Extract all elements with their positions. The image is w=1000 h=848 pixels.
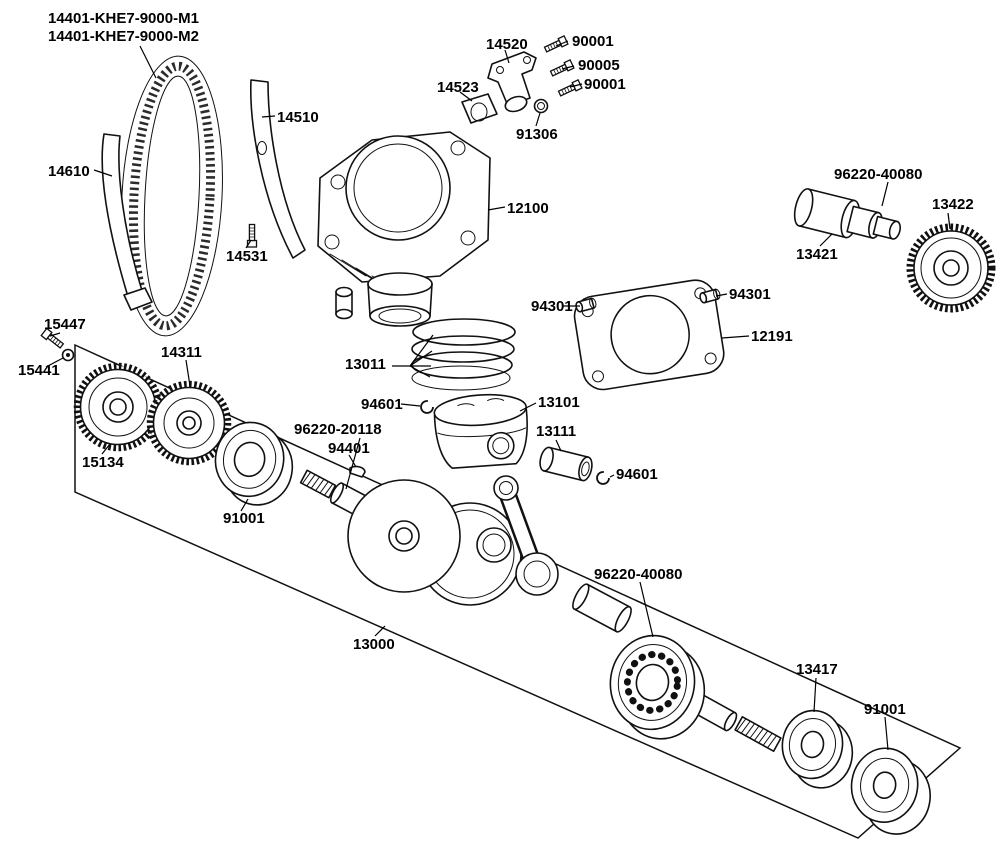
circlip-94601-right [596,471,610,485]
collar-91001-left [214,421,294,506]
part-label-13417: 13417 [796,661,838,678]
part-label-96220-40080-top: 96220-40080 [834,166,923,183]
part-label-12100: 12100 [507,200,549,217]
part-label-90005: 90005 [578,57,620,74]
part-label-13111: 13111 [536,423,577,440]
part-label-94401: 94401 [328,440,370,457]
part-label-12191: 12191 [751,328,793,345]
part-label-13101: 13101 [538,394,580,411]
bearing-13417 [781,709,854,789]
gear-14311 [146,380,232,466]
chain-guide-14510 [250,79,306,259]
cylinder-12100 [317,131,491,327]
part-label-91306: 91306 [516,126,558,143]
dowel-pin-94301-right [699,288,721,304]
balancer-shaft-13421 [793,188,901,240]
part-label-94601-left: 94601 [361,396,403,413]
part-label-14401-m1: 14401-KHE7-9000-M1 [48,10,199,27]
circlip-94601-left [420,400,434,414]
part-label-94301-left: 94301 [531,298,573,315]
cylinder-gasket-12191 [573,279,725,391]
bearing-96220-40080-lower [609,634,706,740]
piston-13101 [433,393,528,469]
part-label-14610: 14610 [48,163,90,180]
part-label-15441: 15441 [18,362,60,379]
chain-guide-14610 [101,133,153,311]
part-label-94601-right: 94601 [616,466,658,483]
part-label-13011: 13011 [345,356,386,373]
part-label-91001-right: 91001 [864,701,906,718]
seal-91001-right [850,747,931,835]
gear-15134 [73,362,163,452]
tensioner-lifter-14520 [487,51,537,113]
part-label-96220-40080-lower: 96220-40080 [594,566,683,583]
part-label-94301-right: 94301 [729,286,771,303]
part-label-14520: 14520 [486,36,528,53]
part-label-13421: 13421 [796,246,838,263]
part-label-90001-a: 90001 [572,33,614,50]
part-label-13422: 13422 [932,196,974,213]
part-label-15447: 15447 [44,316,86,333]
oring-91306 [533,98,549,114]
cam-chain-14401 [121,55,223,337]
dowel-pin-94301-left [575,297,597,313]
piston-pin-13111 [539,446,593,482]
part-label-14510: 14510 [277,109,319,126]
balancer-gear-13422 [906,223,996,313]
tensioner-gasket-14523 [461,93,498,124]
crankshaft-13000 [299,465,782,753]
part-label-14311: 14311 [161,344,202,361]
part-label-14401-m2: 14401-KHE7-9000-M2 [48,28,199,45]
part-label-14523: 14523 [437,79,479,96]
leader-lines [45,40,951,751]
part-label-91001-left: 91001 [223,510,265,527]
part-label-90001-b: 90001 [584,76,626,93]
part-label-13000: 13000 [353,636,395,653]
washer-15441 [61,348,75,362]
assembly-outline-13000 [74,343,962,839]
part-label-96220-20118: 96220-20118 [294,421,382,438]
part-label-14531: 14531 [226,248,268,265]
part-label-15134: 15134 [82,454,124,471]
